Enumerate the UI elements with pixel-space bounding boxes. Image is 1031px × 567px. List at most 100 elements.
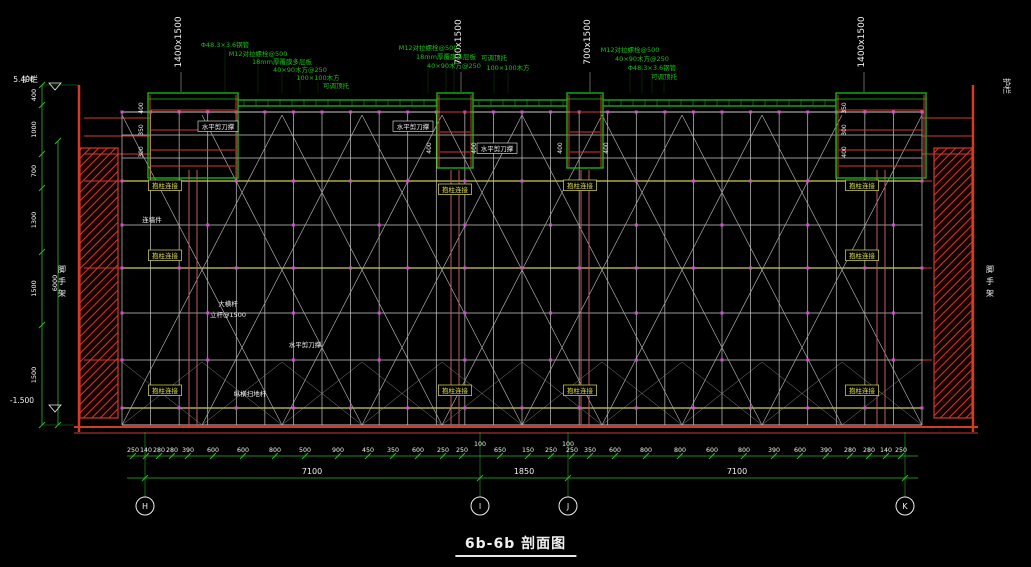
dim-label: 450 (362, 447, 374, 454)
annotation-green: 40×90木方@250 (273, 65, 327, 74)
grid-bubble (558, 496, 578, 516)
column-tie-tags: 抱柱连接抱柱连接抱柱连接抱柱连接抱柱连接抱柱连接抱柱连接抱柱连接抱柱连接抱柱连接 (148, 179, 879, 396)
column-tie-tag: 抱柱连接 (152, 181, 179, 190)
dim-label: 400 (471, 142, 478, 154)
dim-label: 400 (426, 142, 433, 154)
scaffold-side-label: 架 (986, 289, 994, 298)
column-tie-tag: 抱柱连接 (849, 251, 876, 260)
annotation-green: M12对拉螺栓@500 (399, 43, 458, 52)
dim-label: 390 (820, 447, 832, 454)
side-labels: 护栏护栏脚手架脚手架 (22, 74, 1012, 298)
beam-box (835, 92, 927, 179)
white-annotations: 水平剪刀撑水平剪刀撑水平剪刀撑连墙件大横杆立杆@1500水平剪刀撑纵横扫地杆 (142, 120, 518, 398)
annotation-green: M12对拉螺栓@500 (229, 49, 288, 58)
annotation-green: 100×100木方 (486, 63, 530, 72)
beam-box (436, 92, 474, 169)
elevation-triangle-icon (48, 404, 62, 413)
dim-label: 600 (412, 447, 424, 454)
shear-walls (74, 85, 978, 434)
dim-label: 100 (562, 441, 574, 448)
dim-label: 800 (640, 447, 652, 454)
grid-bubble-label: I (479, 502, 481, 511)
annotation-white: 连墙件 (142, 215, 162, 224)
grid-bubble-label: J (566, 502, 569, 511)
dim-label: 400 (603, 142, 610, 154)
dim-label: 600 (609, 447, 621, 454)
elevation-label: -1.500 (10, 396, 34, 405)
elevation-triangle-icon (48, 82, 62, 91)
column-tie-tag: 抱柱连接 (442, 185, 469, 194)
dim-label: 600 (794, 447, 806, 454)
dim-label: 1300 (30, 212, 38, 229)
green-annotations: Φ48.3×3.6钢管M12对拉螺栓@50018mm厚覆膜多层板40×90木方@… (201, 40, 678, 93)
dim-label: 650 (494, 447, 506, 454)
annotation-green: 18mm厚覆膜多层板 (252, 57, 312, 66)
scaffold-side-label: 架 (58, 289, 66, 298)
dim-label: 250 (127, 447, 139, 454)
dim-label: 300 (841, 124, 848, 136)
beam-size-label: 1400x1500 (857, 16, 867, 67)
annotation-white: 立杆@1500 (210, 310, 246, 319)
beam-formwork (147, 92, 927, 179)
dim-label: 140 (140, 447, 152, 454)
dim-label: 250 (545, 447, 557, 454)
dim-label: 600 (207, 447, 219, 454)
beam-box (147, 92, 239, 179)
dim-label: 900 (332, 447, 344, 454)
column-tie-tag: 抱柱连接 (567, 181, 594, 190)
guardrail-label: 护栏 (22, 74, 38, 84)
dim-label: 600 (237, 447, 249, 454)
dim-label: 300 (138, 146, 145, 158)
beam-box (566, 92, 604, 169)
annotation-white: 大横杆 (218, 299, 238, 308)
dim-label: 350 (138, 124, 145, 136)
wall-hatch (933, 147, 973, 419)
dim-label: 250 (895, 447, 907, 454)
column-tie-tag: 抱柱连接 (152, 251, 179, 260)
beam-size-label: 700x1500 (583, 19, 593, 65)
column-tie-tag: 抱柱连接 (849, 181, 876, 190)
beam-size-label: 1400x1500 (174, 16, 184, 67)
dim-label: 400 (138, 102, 145, 114)
drawing-title: 6b-6b 剖面图 (454, 533, 577, 557)
dim-label: 350 (387, 447, 399, 454)
grid-bubble (470, 496, 490, 516)
annotation-white: 水平剪刀撑 (397, 122, 430, 131)
guardrail-label: 护栏 (1002, 78, 1012, 94)
grid-bubble (135, 496, 155, 516)
column-tie-tag: 抱柱连接 (442, 386, 469, 395)
dim-label: 140 (880, 447, 892, 454)
dim-label: 700 (30, 165, 38, 177)
dim-label: 150 (522, 447, 534, 454)
annotation-white: 水平剪刀撑 (481, 144, 514, 153)
annotation-green: 40×90木方@250 (615, 54, 669, 63)
annotation-white: 水平剪刀撑 (202, 122, 235, 131)
dim-label: 390 (182, 447, 194, 454)
dim-label: 1000 (30, 121, 38, 138)
column-tie-tag: 抱柱连接 (567, 386, 594, 395)
dim-label: 250 (437, 447, 449, 454)
elevation-label: 5.400 (13, 75, 35, 84)
dim-label: 280 (166, 447, 178, 454)
slab-formwork (238, 99, 836, 107)
dim-label: 280 (153, 447, 165, 454)
dim-label: 6000 (51, 275, 59, 292)
scaffold-side-label: 手 (986, 276, 994, 286)
dim-label: 1500 (30, 280, 38, 297)
dim-label: 400 (841, 146, 848, 158)
scaffold-side-label: 脚 (58, 264, 66, 274)
dim-label: 1500 (30, 367, 38, 384)
annotation-green: Φ48.3×3.6钢管 (201, 40, 250, 49)
dim-label: 280 (863, 447, 875, 454)
dim-total-label: 1850 (514, 467, 534, 476)
dim-label: 390 (768, 447, 780, 454)
annotation-white: 纵横扫地杆 (234, 389, 267, 398)
annotation-green: Φ48.3×3.6钢管 (628, 63, 677, 72)
dim-label: 250 (456, 447, 468, 454)
column-tie-tag: 抱柱连接 (152, 386, 179, 395)
